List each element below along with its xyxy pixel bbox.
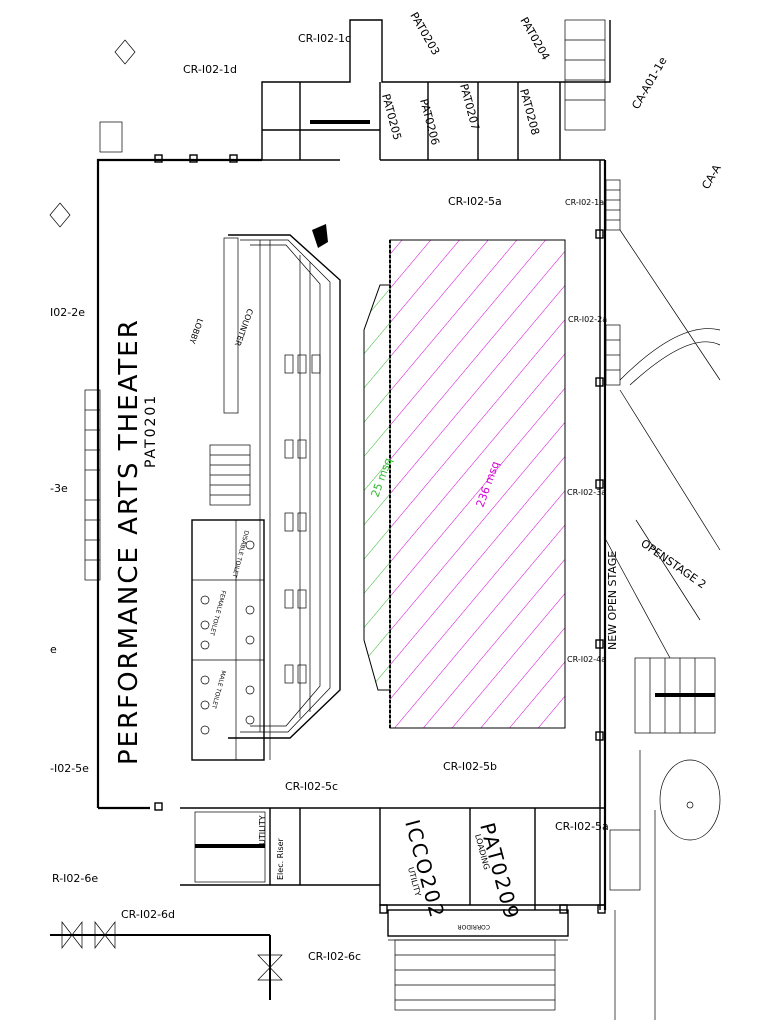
code-i02-e: e (50, 643, 57, 656)
code-cr-102-6d: CR-I02-6d (121, 908, 175, 921)
pat0204-label: PAT0204 (517, 15, 552, 62)
code-cr-102-2a: CR-I02-2a (568, 315, 607, 324)
code-cr-102-3a: CR-I02-3a (567, 488, 606, 497)
auditorium-seating (209, 224, 341, 760)
code-cr-102-5a-top: CR-I02-5a (448, 195, 502, 208)
stairs (194, 19, 716, 1011)
code-cr-102-6c: CR-I02-6c (308, 950, 361, 963)
pat0203-label: PAT0203 (407, 10, 442, 57)
utility-left-label: UTILITY (258, 815, 267, 845)
code-cr-102-1d: CR-I02-1d (183, 63, 237, 76)
code-i02-3e: -3e (50, 482, 68, 495)
code-r-102-6e: R-I02-6e (52, 872, 98, 885)
code-cr-102-5c: CR-I02-5c (285, 780, 338, 793)
pat0206-label: PAT0206 (417, 97, 442, 146)
male-toilet-label: MALE TOILET (210, 669, 227, 709)
pat0208-label: PAT0208 (517, 87, 542, 136)
code-cr-102-1c: CR-I02-1c (298, 32, 351, 45)
new-open-stage-label: NEW OPEN STAGE (606, 551, 619, 650)
code-i02-2e: I02-2e (50, 306, 85, 319)
code-cr-102-4a: CR-I02-4a (567, 655, 606, 664)
code-cr-102-1a: CR-I02-1a (565, 198, 604, 207)
lobby-label: LOBBY (187, 317, 204, 345)
female-toilet-label: FEMALE TOILET (208, 589, 227, 636)
forestage-area (363, 284, 391, 691)
outdoor-elements (49, 39, 721, 1020)
code-cr-102-5a-bottom: CR-I02-5a (555, 820, 609, 833)
toilets-block (191, 519, 265, 761)
theater-title: PERFORMANCE ARTS THEATER (114, 318, 144, 765)
disable-toilet-label: DISABLE TOILET (230, 529, 249, 578)
stage-area (389, 239, 566, 729)
theater-code: PAT0201 (143, 394, 159, 468)
elec-riser-label: Elec. Riser (276, 837, 285, 880)
open-stage-2-label: OPENSTAGE 2 (638, 537, 708, 592)
code-i02-5e: -I02-5e (50, 762, 89, 775)
corridor-label: CORRIDOR (457, 923, 490, 930)
counter-label: COUNTER (233, 307, 255, 347)
code-cr-102-5b: CR-I02-5b (443, 760, 497, 773)
code-ca-a01-1e: CA-A01-1e (629, 55, 669, 112)
pat0205-label: PAT0205 (379, 92, 404, 141)
code-ca-a-partial: CA-A (699, 162, 724, 192)
